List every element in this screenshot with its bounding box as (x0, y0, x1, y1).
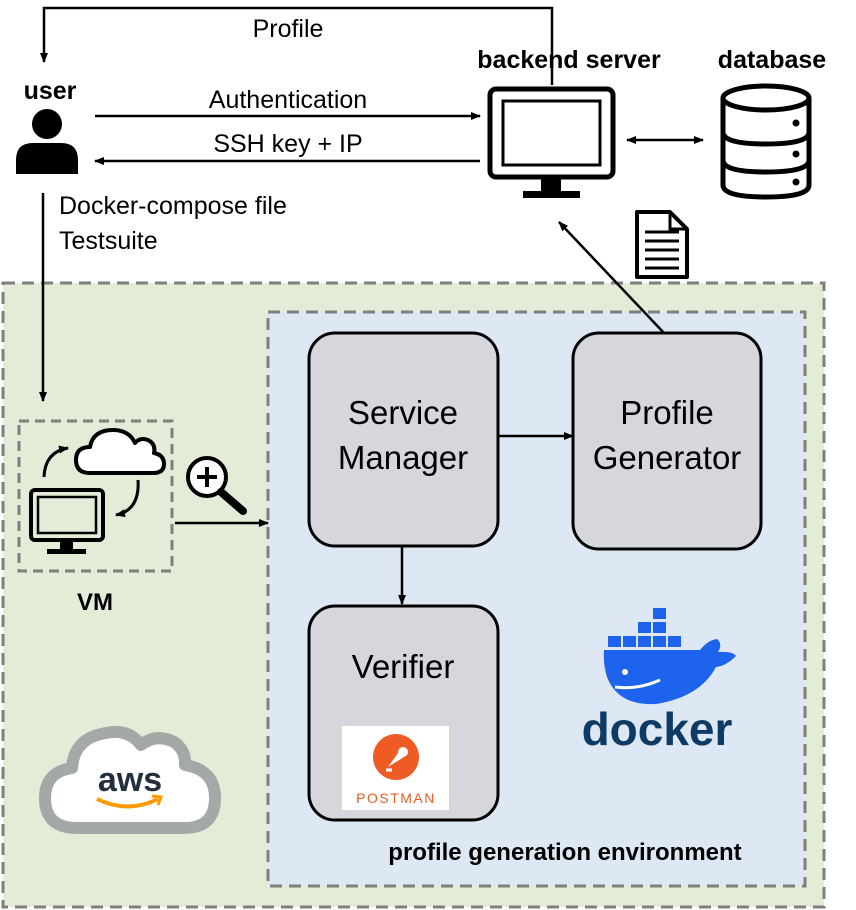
aws-logo: aws (39, 725, 221, 834)
cloud-icon (74, 428, 166, 475)
sync-arrow-icon (115, 479, 140, 518)
docker-logo: docker (582, 608, 736, 755)
backend-server-label: backend server (477, 46, 661, 74)
sync-arrow-icon (42, 445, 69, 478)
monitor-icon (487, 86, 616, 198)
verifier-label: Verifier (352, 648, 455, 685)
profile-generator-box: Profile Generator (571, 331, 763, 551)
testsuite-label: Testsuite (59, 227, 158, 255)
postman-icon (373, 734, 419, 780)
postman-logo: POSTMAN (342, 726, 449, 810)
user-icon (16, 109, 78, 174)
service-manager-box: Service Manager (307, 331, 500, 548)
aws-cloud-icon (39, 725, 221, 834)
database-icon (720, 83, 812, 200)
docker-compose-label: Docker-compose file (59, 192, 287, 220)
aws-wordmark: aws (98, 761, 162, 799)
service-manager-label: Service (348, 394, 458, 431)
docker-wordmark: docker (582, 703, 733, 755)
vm-box (17, 419, 174, 573)
profile-generator-label: Profile (620, 394, 714, 431)
environment-label: profile generation environment (388, 839, 741, 866)
service-manager-label: Manager (338, 439, 468, 476)
monitor-icon (29, 488, 105, 554)
zoom-in-icon (186, 456, 247, 515)
user-label: user (24, 77, 77, 105)
postman-wordmark: POSTMAN (356, 790, 436, 806)
profile-arrow (40, 6, 554, 85)
ssh-key-label: SSH key + IP (213, 130, 362, 158)
profile-flow-label: Profile (253, 15, 324, 43)
document-icon (635, 210, 689, 279)
profile-generator-label: Generator (593, 439, 742, 476)
authentication-label: Authentication (209, 86, 367, 114)
docker-whale-icon (603, 608, 736, 705)
database-label: database (718, 46, 826, 74)
profile-upload-arrow (558, 221, 665, 334)
vm-label: VM (77, 589, 113, 616)
